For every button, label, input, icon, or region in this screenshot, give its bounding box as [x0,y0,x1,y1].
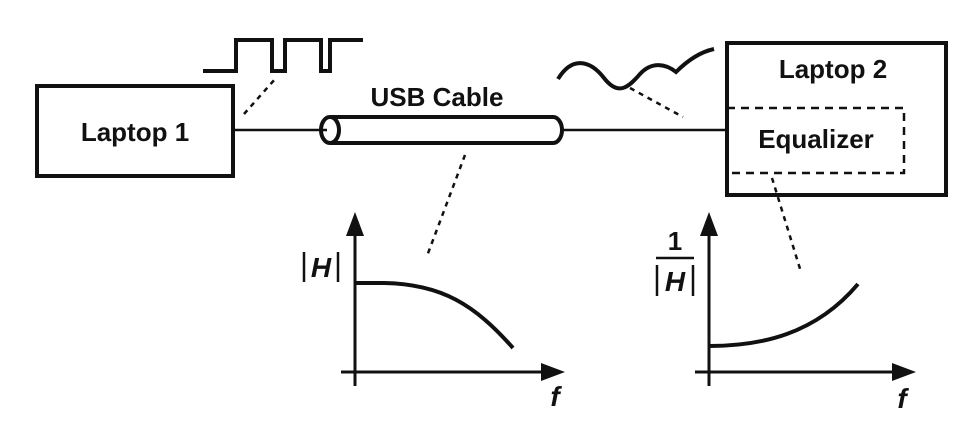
eq-plot-curve [708,282,860,348]
cable-plot-xlabel: f [550,381,562,412]
cable-response-plot: H f [302,212,565,412]
eq-plot-xlabel: f [897,383,909,414]
square-wave-pointer [243,77,277,115]
equalizer-pointer [770,177,803,273]
cable-plot-curve [355,281,515,350]
distorted-wave-pointer [629,86,684,119]
eq-plot-y-arrow [700,212,718,236]
eq-plot-x-arrow [892,363,916,381]
eq-plot-ylabel-numerator: 1 [668,226,682,256]
cable-plot-y-arrow [346,212,364,236]
distorted-wave-path [556,47,715,91]
square-wave-path [203,38,363,73]
equalizer-box [725,106,906,175]
cable-plot-ylabel: H [311,252,332,283]
distorted-wave-signal [556,47,715,119]
laptop-1-label: Laptop 1 [81,117,189,147]
laptop-2-box [725,41,948,197]
equalizer-response-plot: 1 H f [655,212,916,414]
cable-plot-x-arrow [541,363,565,381]
cable-pointer [425,154,467,257]
usb-cable: USB Cable [319,82,564,257]
laptop-1-block: Laptop 1 [35,84,235,178]
square-wave-signal [203,38,363,115]
laptop-2-block: Laptop 2 Equalizer [725,41,948,273]
usb-cable-label: USB Cable [371,82,504,112]
equalizer-label: Equalizer [758,124,874,154]
eq-plot-ylabel-denominator: H [665,266,686,297]
cable-cylinder-body [330,115,564,145]
cable-cylinder-end [319,115,341,145]
laptop-2-label: Laptop 2 [779,54,887,84]
